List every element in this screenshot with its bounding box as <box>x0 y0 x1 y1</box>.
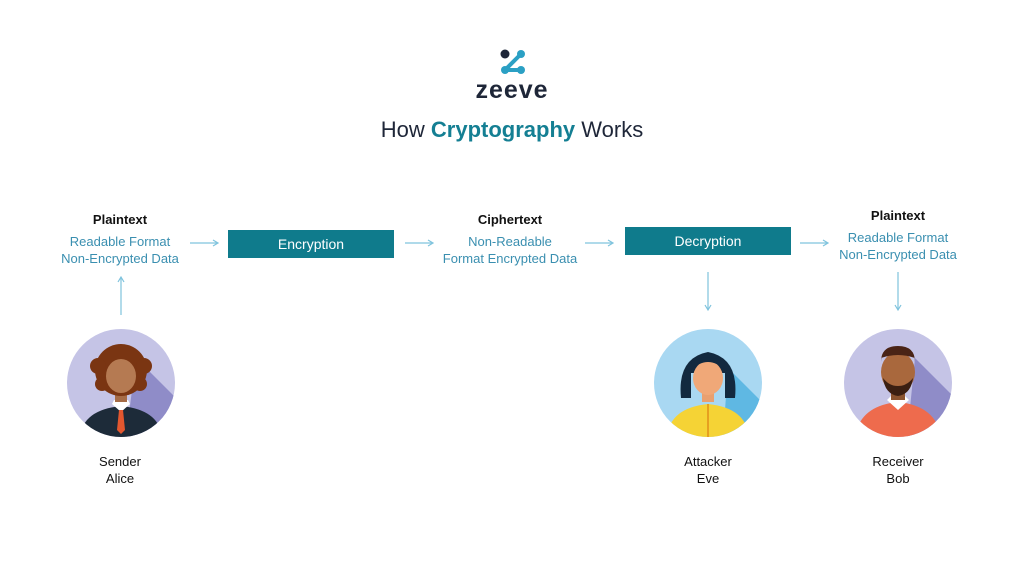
alice-name: Alice <box>105 471 135 486</box>
plaintext-out-line2: Non-Encrypted Data <box>839 247 957 262</box>
arrow-down-icon <box>894 272 902 312</box>
encryption-box: Encryption <box>228 230 394 258</box>
brand-name: zeeve <box>475 76 549 104</box>
arrow-down-icon <box>704 272 712 312</box>
arrow-right-icon <box>190 239 220 247</box>
arrow-right-icon <box>405 239 435 247</box>
alice-role: Sender <box>99 454 141 469</box>
bob-role: Receiver <box>872 454 924 469</box>
eve-name: Eve <box>696 471 720 486</box>
arrow-up-icon <box>117 275 125 315</box>
alice-avatar <box>67 329 175 437</box>
bob-name: Bob <box>886 471 910 486</box>
plaintext-in-line1: Readable Format <box>69 234 171 249</box>
ciphertext-heading: Ciphertext <box>477 212 543 227</box>
eve-role: Attacker <box>684 454 732 469</box>
decryption-box: Decryption <box>625 227 791 255</box>
arrow-right-icon <box>800 239 830 247</box>
eve-avatar <box>654 329 762 437</box>
plaintext-out-heading: Plaintext <box>870 208 926 223</box>
plaintext-in-heading: Plaintext <box>92 212 148 227</box>
plaintext-out-line1: Readable Format <box>847 230 949 245</box>
arrow-right-icon <box>585 239 615 247</box>
page-title: How Cryptography Works <box>380 117 644 142</box>
ciphertext-line1: Non-Readable <box>468 234 552 249</box>
zeeve-logo-icon <box>500 49 525 74</box>
ciphertext-line2: Format Encrypted Data <box>442 251 578 266</box>
bob-avatar <box>844 329 952 437</box>
plaintext-in-line2: Non-Encrypted Data <box>61 251 179 266</box>
